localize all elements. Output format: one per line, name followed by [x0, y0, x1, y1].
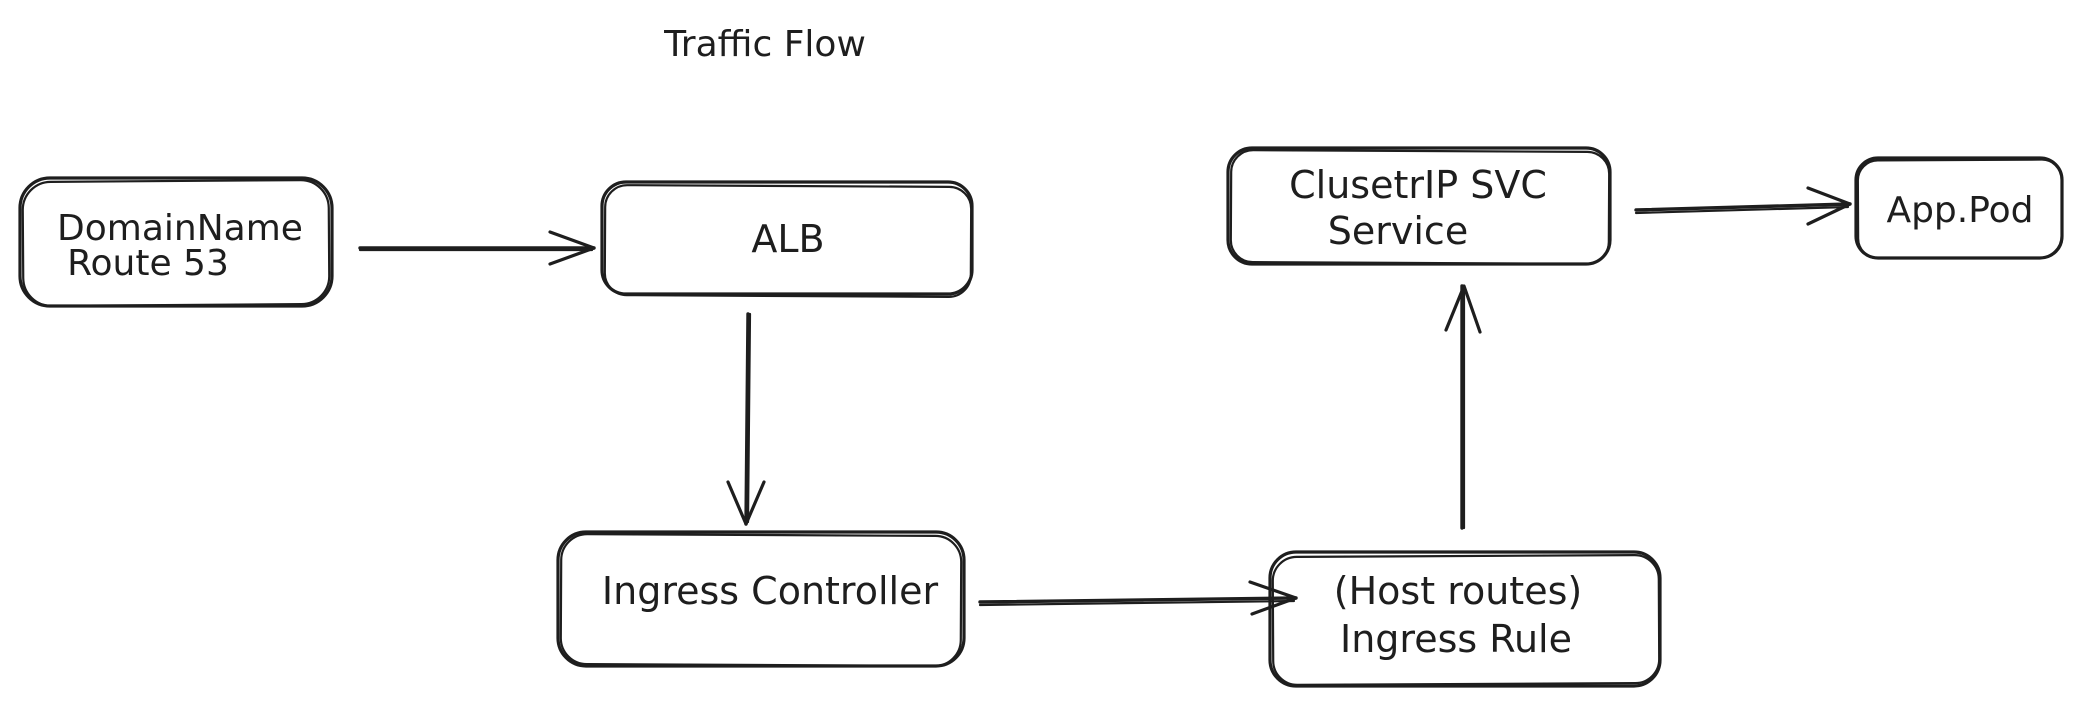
edge-dns-to-alb	[358, 230, 596, 266]
node-clusterip-service-box-overdraw	[1229, 149, 1611, 265]
node-alb[interactable]: ALB	[600, 180, 974, 298]
node-dns-line-1: DomainName	[57, 208, 303, 249]
diagram-title: Traffic Flow	[663, 24, 866, 65]
node-ingress-controller-box-overdraw	[559, 532, 963, 668]
edge-ingress-controller-to-ingress-rule	[978, 580, 1298, 616]
edge-alb-to-ingress-controller	[726, 312, 766, 526]
edge-clusterip-service-to-app-pod	[1634, 186, 1852, 226]
node-ingress-rule-box-overdraw	[1271, 554, 1661, 686]
node-clusterip-service-line-1: ClusetrIP SVC	[1289, 163, 1547, 207]
edge-ingress-rule-to-clusterip-service	[1444, 284, 1482, 530]
node-alb-box-overdraw	[603, 184, 973, 298]
node-dns-line-2: Route 53	[67, 243, 229, 284]
node-ingress-rule-line-1: (Host routes)	[1334, 569, 1582, 613]
node-dns[interactable]: DomainName Route 53	[18, 176, 334, 308]
node-clusterip-service-line-2: Service	[1328, 209, 1468, 253]
node-app-pod[interactable]: App.Pod	[1854, 156, 2064, 260]
node-dns-box-overdraw	[21, 179, 331, 307]
node-ingress-rule-line-2: Ingress Rule	[1340, 617, 1572, 661]
node-clusterip-service[interactable]: ClusetrIP SVC Service	[1226, 146, 1612, 266]
node-app-pod-box-overdraw	[1856, 158, 2064, 260]
node-ingress-controller[interactable]: Ingress Controller	[556, 530, 966, 668]
node-ingress-rule[interactable]: (Host routes) Ingress Rule	[1268, 550, 1662, 688]
node-ingress-controller-label: Ingress Controller	[602, 569, 939, 613]
node-alb-label: ALB	[751, 217, 824, 261]
node-app-pod-label: App.Pod	[1886, 190, 2033, 231]
